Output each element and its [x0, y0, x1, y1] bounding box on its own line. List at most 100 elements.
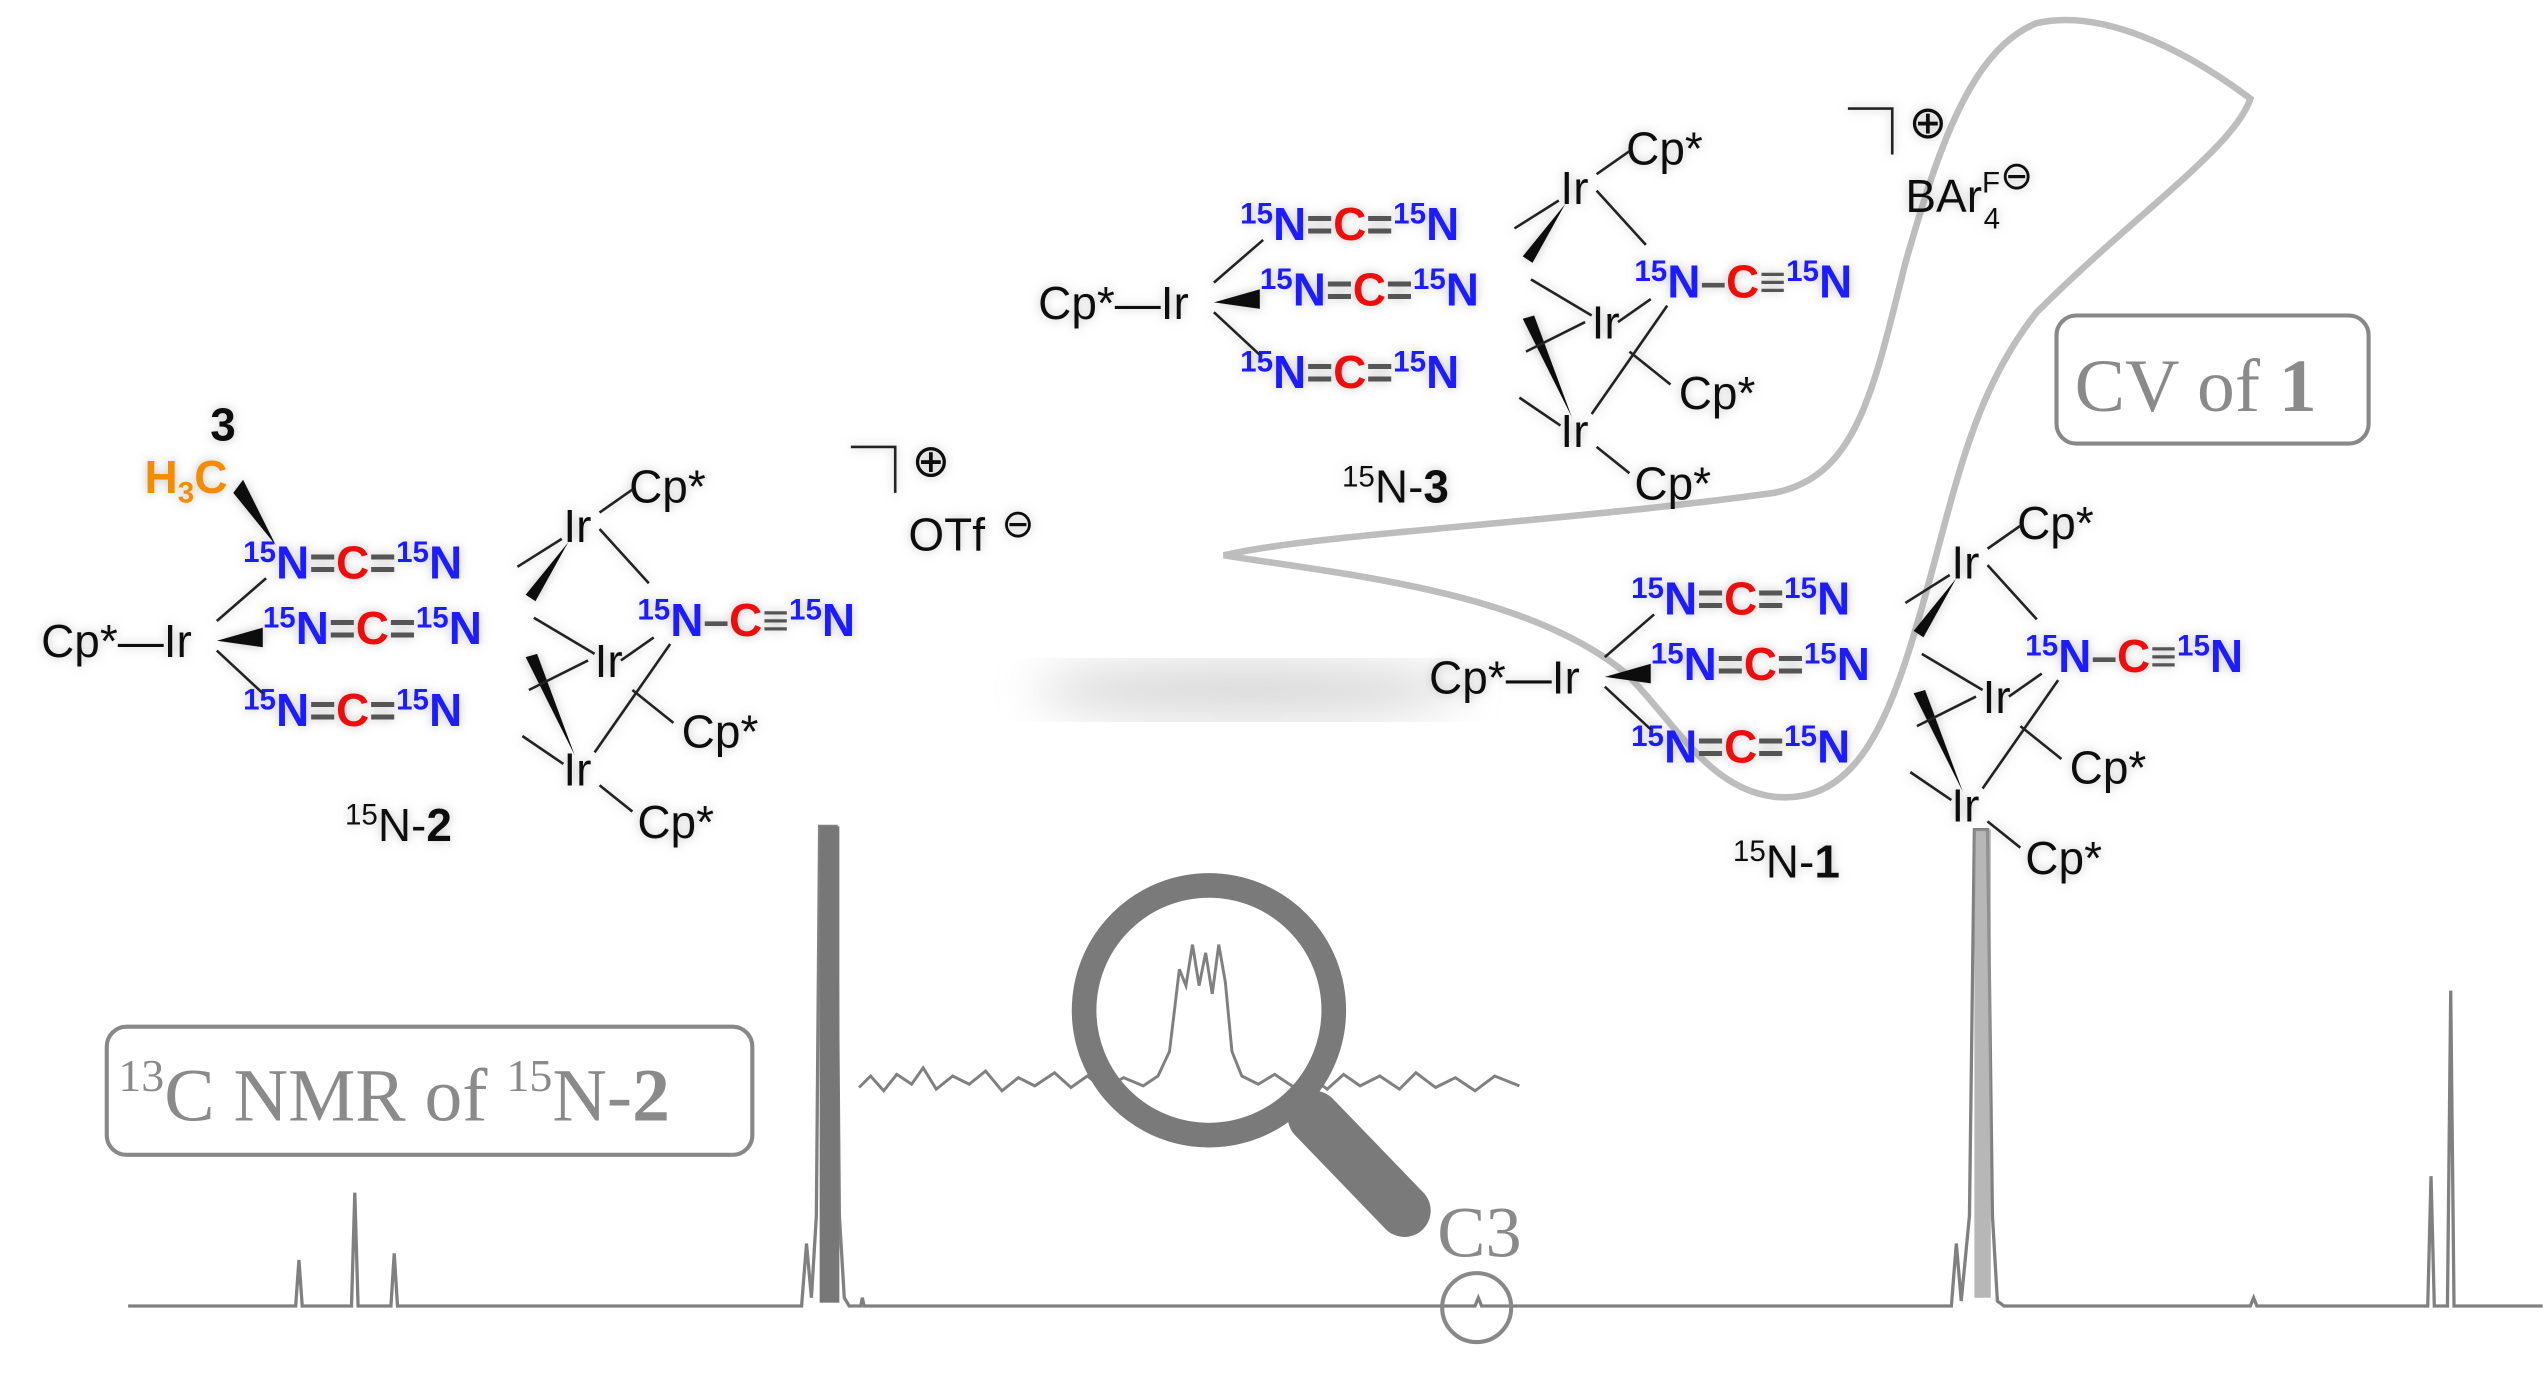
bond — [2019, 725, 2063, 761]
bond — [1921, 652, 1984, 692]
bond — [528, 659, 589, 692]
cp-ir-left: Cp*—Ir — [1038, 277, 1189, 329]
wedge-bond — [1213, 289, 1260, 309]
svg-text:13C NMR of 15N-2: 13C NMR of 15N-2 — [118, 1050, 670, 1138]
cp-star: Cp* — [1679, 367, 1756, 419]
iridium: Ir — [1951, 536, 1979, 588]
iridium: Ir — [1983, 671, 2011, 723]
bond — [1590, 304, 1669, 415]
carbodiimide-ligand: 15N=C=15N — [243, 536, 462, 588]
compound-label: 15N-3 — [1342, 460, 1449, 512]
bond — [215, 577, 267, 623]
iridium: Ir — [1592, 296, 1620, 348]
bond — [1603, 613, 1655, 659]
blur-smear — [1034, 663, 1462, 717]
bond — [1617, 297, 1652, 324]
wedge-bond — [1522, 203, 1566, 263]
cp-star: Cp* — [1634, 457, 1711, 509]
iridium: Ir — [563, 743, 591, 795]
wedge-bond — [525, 653, 575, 756]
cp-star: Cp* — [2025, 832, 2102, 884]
cp-star: Cp* — [2070, 742, 2147, 794]
bond — [598, 784, 634, 813]
cyanide-ligand: 15N–C≡15N — [2025, 630, 2243, 682]
bond — [521, 734, 565, 766]
cp-ir-left: Cp*—Ir — [41, 615, 192, 667]
magnifier-icon — [1071, 873, 1431, 1237]
iridium: Ir — [1560, 405, 1588, 457]
wedge-bond — [1913, 690, 1963, 792]
c3-peak-marker — [1440, 1271, 1514, 1345]
bond — [516, 537, 563, 568]
bond — [1595, 189, 1647, 246]
bond — [1909, 771, 1953, 802]
cp-star: Cp* — [637, 796, 714, 848]
carbodiimide-ligand: 15N=C=15N — [1631, 720, 1850, 772]
carbodiimide-ligand: 15N=C=15N — [1631, 572, 1850, 624]
cyanide-ligand: 15N–C≡15N — [637, 593, 855, 645]
cp-star: Cp* — [1626, 122, 1703, 174]
compound-label: 15N-2 — [345, 799, 452, 851]
bond — [1603, 685, 1652, 731]
bond — [215, 649, 264, 695]
charge-bracket — [850, 445, 897, 493]
carbodiimide-ligand: 15N=C=15N — [243, 684, 462, 736]
wedge-bond — [1604, 663, 1651, 684]
methyl-group: H3C — [145, 451, 228, 510]
cation-charge: ⊕ — [912, 434, 951, 486]
carbon-number: 3 — [210, 398, 236, 450]
nmr-big-peak-right — [1974, 829, 1991, 1298]
counterion: OTf⊖ — [908, 502, 1034, 560]
iridium: Ir — [1951, 779, 1979, 831]
nmr-inset-trace — [858, 944, 1520, 1094]
wedge-bond — [1913, 578, 1957, 638]
carbodiimide-ligand: 15N=C=15N — [263, 602, 482, 654]
bond — [1628, 350, 1672, 386]
bond — [598, 488, 634, 514]
bond — [1916, 695, 1977, 728]
nmr-big-peak-left — [819, 826, 840, 1303]
molecule-2: Cp*—Ir15N=C=15N15N=C=15N15N=C=15NIrCp*Ir… — [41, 398, 1034, 851]
nmr-title-box: 13C NMR of 15N-2 — [104, 1024, 755, 1157]
bond — [631, 688, 675, 724]
compound-label: 15N-1 — [1733, 835, 1840, 887]
bond — [620, 636, 655, 662]
c3-label: C3 — [1437, 1193, 1521, 1273]
cp-ir-left: Cp*—Ir — [1429, 651, 1580, 703]
cp-star: Cp* — [2017, 497, 2094, 549]
bond — [2008, 672, 2043, 698]
cv-title-box: CV of 1 — [2054, 313, 2371, 446]
bond — [1513, 199, 1560, 230]
bond — [1986, 564, 2038, 621]
cyanide-ligand: 15N–C≡15N — [1634, 255, 1852, 307]
carbodiimide-ligand: 15N=C=15N — [1240, 345, 1459, 397]
charge-bracket — [1847, 107, 1894, 155]
bond — [533, 616, 596, 655]
carbodiimide-ligand: 15N=C=15N — [1651, 638, 1870, 690]
carbodiimide-ligand: 15N=C=15N — [1240, 198, 1459, 250]
iridium: Ir — [1560, 162, 1588, 214]
svg-text:CV of 1: CV of 1 — [2075, 345, 2317, 428]
molecule-3: Cp*—Ir15N=C=15N15N=C=15N15N=C=15NIrCp*Ir… — [1038, 96, 2033, 513]
wedge-bond — [1522, 315, 1572, 418]
molecule-1: Cp*—Ir15N=C=15N15N=C=15N15N=C=15NIrCp*Ir… — [1429, 497, 2243, 887]
bond — [1213, 238, 1265, 284]
bond — [1981, 679, 2060, 790]
wedge-bond — [233, 479, 276, 546]
cp-star: Cp* — [682, 705, 759, 757]
cp-star: Cp* — [629, 461, 706, 513]
cation-charge: ⊕ — [1909, 96, 1948, 148]
iridium: Ir — [563, 500, 591, 552]
bond — [1530, 278, 1593, 317]
wedge-bond — [216, 627, 263, 648]
iridium: Ir — [595, 635, 623, 687]
bond — [598, 528, 650, 585]
carbodiimide-ligand: 15N=C=15N — [1260, 263, 1479, 315]
bond — [1212, 311, 1261, 356]
bond — [1525, 320, 1586, 353]
bond — [593, 643, 672, 754]
nmr-spectrum — [128, 824, 2543, 1308]
cv-trace — [1222, 16, 2255, 801]
wedge-bond — [525, 542, 569, 602]
